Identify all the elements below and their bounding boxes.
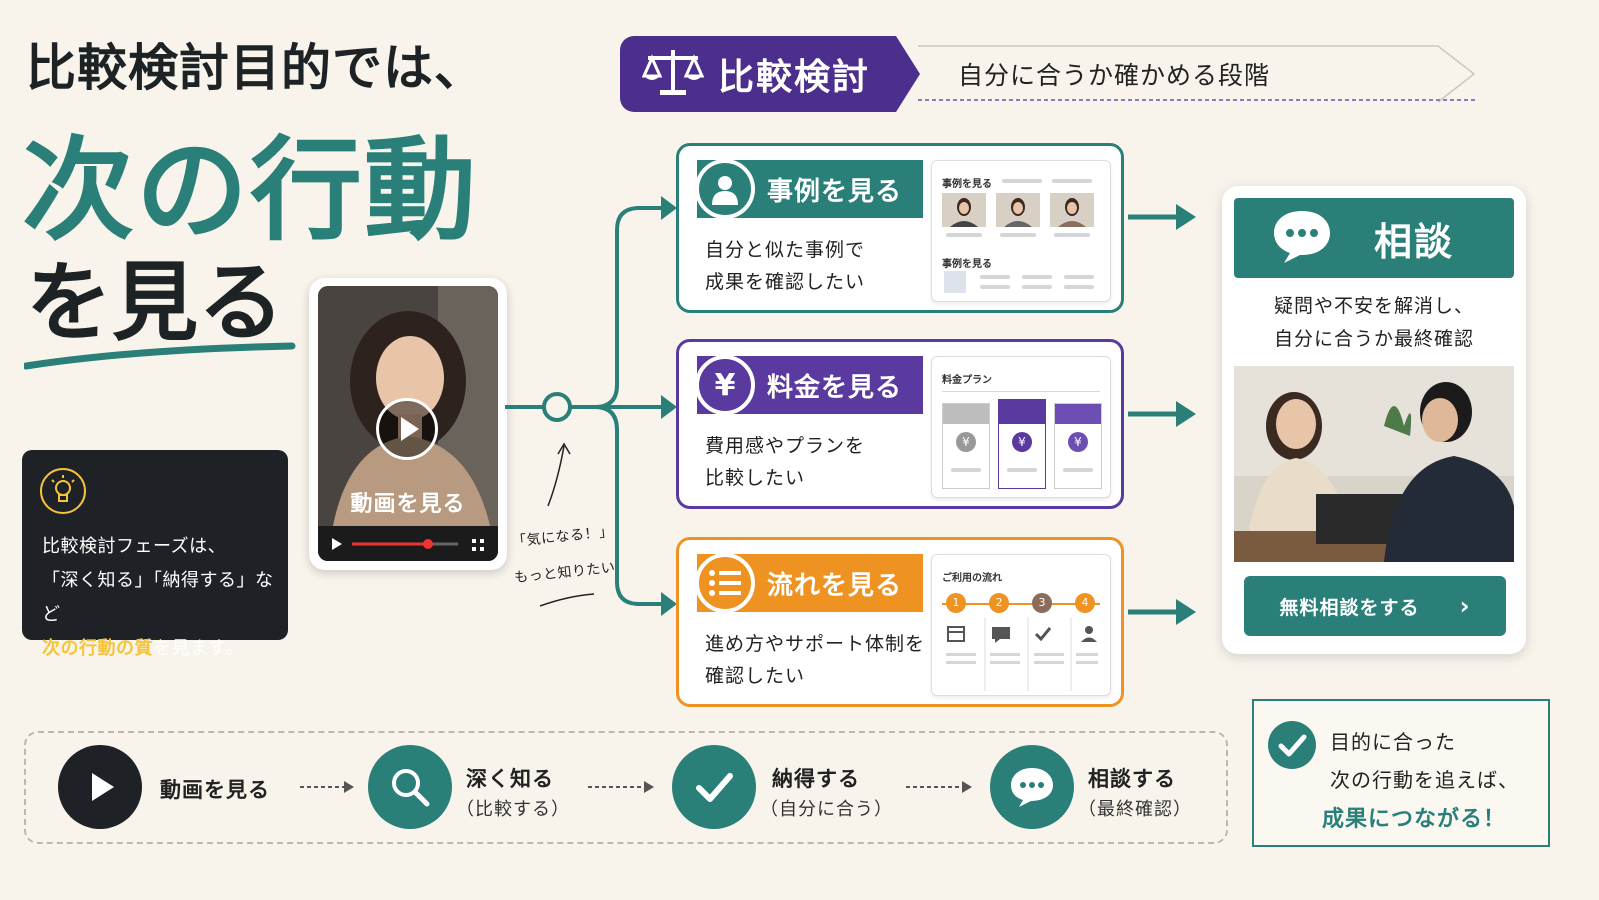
plan-card: ¥ (1054, 403, 1102, 489)
person-icon (695, 159, 755, 219)
headline-line1: 比較検討目的では、 (26, 39, 485, 97)
free-consult-button[interactable]: 無料相談をする › (1244, 576, 1506, 636)
banner-title: 比較検討 (718, 57, 871, 98)
step-number: 1 (946, 593, 966, 613)
chat-icon (990, 745, 1074, 829)
tip-box: 比較検討フェーズは、 「深く知る」「納得する」など 次の行動の質を見ます。 (22, 450, 288, 659)
flow-step-sub: （比較する） (456, 799, 570, 820)
banner-badge: 比較検討 (620, 36, 920, 112)
tip-highlight: 次の行動の質 (42, 638, 153, 659)
case-photo (996, 193, 1040, 227)
flow-step-title: 相談する (1088, 767, 1176, 791)
annotation-underline (539, 593, 595, 607)
arrows-to-consult (1128, 204, 1196, 625)
flow-step-sub: （最終確認） (1078, 799, 1192, 820)
card-cases-header: 事例を見る (695, 159, 923, 219)
card-process-desc1: 進め方やサポート体制を (705, 633, 926, 655)
step-number: 2 (989, 593, 1009, 613)
card-pricing-title: 料金を見る (767, 372, 903, 403)
play-icon (58, 745, 142, 829)
list-icon (695, 553, 755, 613)
banner-tail (918, 45, 1478, 103)
flow-arrow (300, 781, 354, 793)
consult-photo (1234, 366, 1514, 562)
card-cases-thumbnail: 事例を見る 事例を見る (931, 160, 1111, 302)
card-cases[interactable]: 事例を見る 自分と似た事例で 成果を確認したい 事例を見る 事例を見る (676, 143, 1124, 313)
case-photo (942, 193, 986, 227)
card-process[interactable]: 流れを見る 進め方やサポート体制を 確認したい ご利用の流れ 1 2 3 4 (676, 537, 1124, 707)
video-thumbnail: 動画を見る (318, 286, 498, 561)
flow-arrow (906, 781, 972, 793)
branch-connector (505, 196, 677, 616)
scale-icon (641, 46, 705, 102)
chevron-right-icon: › (1459, 592, 1471, 620)
chat-icon (1270, 207, 1334, 269)
headline-line2: 次の行動 (22, 126, 478, 256)
card-process-header: 流れを見る (695, 553, 923, 613)
flow-strip: 動画を見る 深く知る （比較する） 納得する （自分に合う） 相談する （最終確… (24, 731, 1228, 844)
case-photo (1050, 193, 1094, 227)
video-card[interactable]: 動画を見る (309, 278, 507, 570)
brush-underline (24, 342, 296, 370)
thumb-label: 事例を見る (942, 179, 992, 190)
tip-line3: を見ます。 (153, 638, 244, 659)
result-line1: 目的に合った (1330, 730, 1456, 754)
headline-line3: を見る (26, 253, 284, 353)
flow-step-title: 動画を見る (160, 778, 270, 802)
thumb-label: ご利用の流れ (942, 573, 1002, 584)
card-cases-title: 事例を見る (767, 176, 903, 207)
annotation-arrow (547, 442, 571, 507)
check-circle-icon (1268, 721, 1316, 769)
step-number: 4 (1075, 593, 1095, 613)
card-process-title: 流れを見る (767, 570, 903, 601)
free-consult-label: 無料相談をする (1279, 596, 1420, 619)
yen-icon: ¥ (695, 355, 755, 415)
banner-subtitle: 自分に合うか確かめる段階 (958, 61, 1271, 90)
video-controls (318, 526, 498, 561)
card-pricing-desc2: 比較したい (705, 467, 806, 489)
consult-header: 相談 (1234, 198, 1514, 278)
avatar (944, 271, 966, 293)
card-pricing-thumbnail: 料金プラン ¥ ¥ ¥ (931, 356, 1111, 498)
tip-line2: 「深く知る」「納得する」など (42, 570, 274, 625)
consult-desc1: 疑問や不安を解消し、 (1273, 295, 1474, 317)
consult-desc2: 自分に合うか最終確認 (1273, 328, 1474, 350)
card-process-desc2: 確認したい (705, 665, 806, 687)
flow-step-sub: （自分に合う） (760, 799, 893, 820)
video-caption: 動画を見る (350, 492, 466, 517)
card-pricing-desc1: 費用感やプランを (705, 435, 866, 457)
check-icon (672, 745, 756, 829)
play-button[interactable] (376, 398, 438, 460)
process-steps-art (946, 617, 1098, 691)
flow-step-title: 納得する (772, 767, 860, 791)
consult-title: 相談 (1374, 219, 1455, 264)
step-number: 3 (1032, 593, 1052, 613)
card-pricing-header: ¥ 料金を見る (695, 355, 923, 415)
plan-card: ¥ (942, 403, 990, 489)
tip-line1: 比較検討フェーズは、 (42, 536, 227, 557)
card-cases-desc2: 成果を確認したい (705, 271, 866, 293)
thumb-label-2: 事例を見る (942, 259, 992, 270)
lightbulb-icon (40, 468, 86, 514)
flow-step-title: 深く知る (466, 767, 554, 791)
search-icon (368, 745, 452, 829)
play-icon (401, 417, 419, 441)
card-pricing[interactable]: ¥ 料金を見る 費用感やプランを 比較したい 料金プラン ¥ ¥ ¥ (676, 339, 1124, 509)
result-line2: 次の行動を追えば、 (1330, 768, 1519, 792)
consult-card: 相談 疑問や不安を解消し、 自分に合うか最終確認 無料相談をする › (1222, 186, 1526, 654)
result-box: 目的に合った 次の行動を追えば、 成果につながる！ (1252, 699, 1550, 847)
flow-arrow (588, 781, 654, 793)
thumb-label: 料金プラン (942, 375, 992, 386)
plan-card: ¥ (998, 399, 1046, 489)
card-process-thumbnail: ご利用の流れ 1 2 3 4 (931, 554, 1111, 696)
card-cases-desc1: 自分と似た事例で (705, 239, 866, 261)
result-emphasis: 成果につながる！ (1322, 807, 1507, 832)
